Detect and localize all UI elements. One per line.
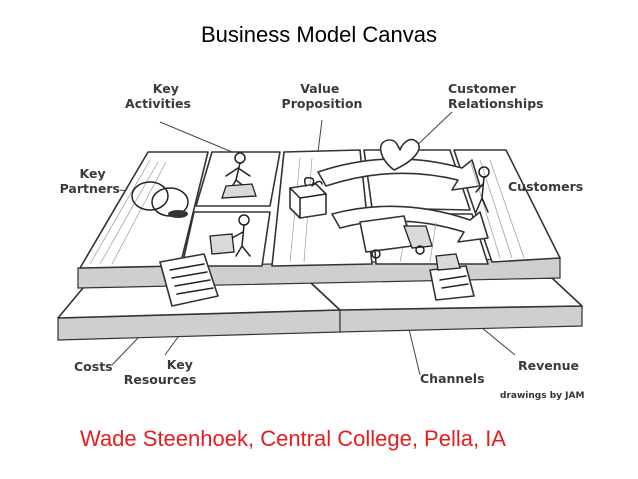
cash-register-icon	[429, 253, 475, 301]
drawings-credit: drawings by JAM	[500, 391, 584, 401]
rings-icon	[131, 181, 189, 218]
author-footer: Wade Steenhoek, Central College, Pella, …	[80, 426, 506, 451]
label-key-resources-line2: Resources	[124, 372, 197, 387]
relationship-arrow	[317, 158, 481, 191]
label-key-partners-line1: Key	[80, 166, 106, 181]
label-costs-line1: Costs	[74, 359, 113, 374]
label-value-proposition-line1: Value	[300, 81, 339, 96]
customer-icon	[475, 166, 490, 213]
label-customer-relationships-line2: Relationships	[448, 96, 544, 111]
document-icon	[159, 253, 219, 307]
label-costs: Costs	[74, 359, 113, 374]
heart-icon	[379, 138, 420, 171]
label-channels-line1: Channels	[420, 371, 485, 386]
label-customers-line1: Customers	[508, 179, 583, 194]
label-key-activities-line1: Key	[153, 81, 179, 96]
truck-icon	[359, 215, 433, 259]
label-revenue: Revenue	[518, 358, 579, 373]
label-key-partners-line2: Partners	[60, 181, 120, 196]
label-customer-relationships-line1: Customer	[448, 81, 517, 96]
label-key-resources: Key Resources	[124, 357, 197, 387]
label-key-activities-line2: Activities	[125, 96, 191, 111]
label-channels: Channels	[420, 371, 485, 386]
label-revenue-line1: Revenue	[518, 358, 579, 373]
label-customers: Customers	[508, 179, 583, 194]
label-customer-relationships: Customer Relationships	[448, 81, 544, 111]
label-value-proposition: Value Proposition	[282, 81, 363, 111]
worker-icon	[221, 152, 257, 199]
resource-worker-icon	[209, 214, 251, 257]
label-value-proposition-line2: Proposition	[282, 96, 363, 111]
label-key-partners: Key Partners	[60, 166, 120, 196]
top-board	[77, 149, 561, 289]
key-activities-panel	[195, 151, 281, 207]
gift-icon	[289, 176, 327, 219]
label-key-resources-line1: Key	[167, 357, 193, 372]
page-title: Business Model Canvas	[200, 22, 437, 47]
label-key-activities: Key Activities	[125, 81, 191, 111]
